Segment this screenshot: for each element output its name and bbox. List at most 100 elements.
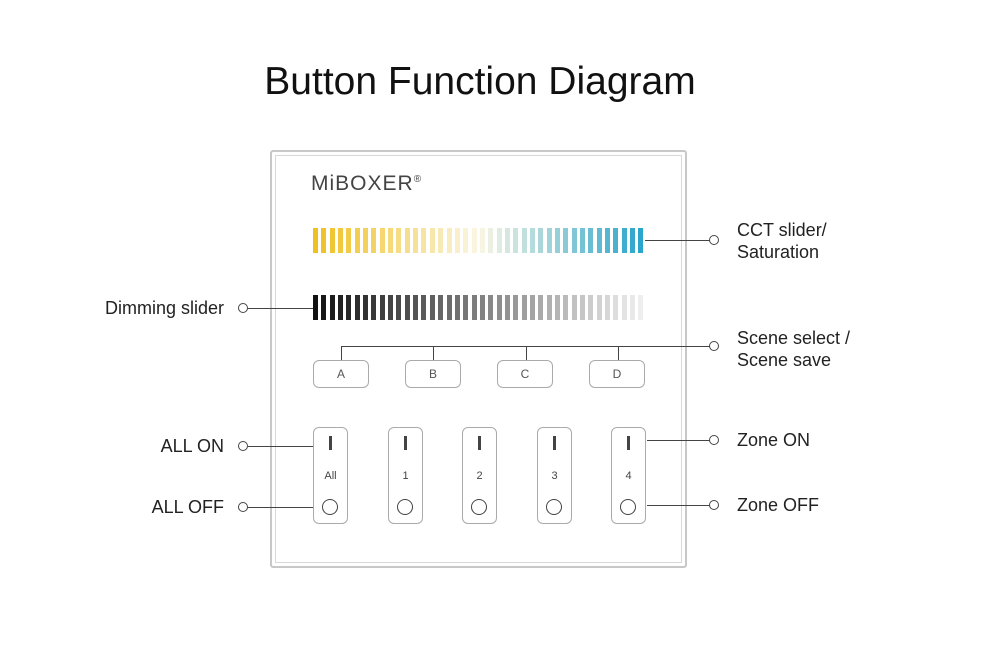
cct-segment[interactable] (563, 228, 569, 253)
cct-segment[interactable] (413, 228, 419, 253)
scene-button-c[interactable]: C (497, 360, 553, 388)
dimming-segment[interactable] (463, 295, 469, 320)
on-icon[interactable] (404, 436, 407, 450)
cct-segment[interactable] (554, 228, 560, 253)
dimming-segment[interactable] (313, 295, 318, 320)
dimming-segment[interactable] (538, 295, 544, 320)
scene-button-b[interactable]: B (405, 360, 461, 388)
dimming-segment[interactable] (446, 295, 452, 320)
cct-segment[interactable] (613, 228, 619, 253)
cct-segment[interactable] (521, 228, 527, 253)
on-icon[interactable] (627, 436, 630, 450)
dimming-segment[interactable] (479, 295, 485, 320)
cct-segment[interactable] (630, 228, 636, 253)
dimming-segment[interactable] (513, 295, 519, 320)
on-icon[interactable] (329, 436, 332, 450)
off-icon[interactable] (322, 499, 338, 515)
dimming-segment[interactable] (379, 295, 385, 320)
dimming-segment[interactable] (580, 295, 585, 320)
cct-segment[interactable] (471, 228, 477, 253)
dimming-segment[interactable] (321, 295, 327, 320)
cct-segment[interactable] (321, 228, 327, 253)
dimming-segment[interactable] (630, 295, 636, 320)
scene-button-d[interactable]: D (589, 360, 645, 388)
cct-segment[interactable] (371, 228, 377, 253)
dimming-segment[interactable] (638, 295, 644, 320)
zone-button-all[interactable]: All (313, 427, 348, 524)
cct-segment[interactable] (338, 228, 344, 253)
dimming-slider[interactable] (313, 295, 644, 320)
dimming-segment[interactable] (546, 295, 552, 320)
zone-button-3[interactable]: 3 (537, 427, 572, 524)
dimming-segment[interactable] (371, 295, 377, 320)
cct-segment[interactable] (571, 228, 577, 253)
dimming-segment[interactable] (404, 295, 410, 320)
off-icon[interactable] (471, 499, 487, 515)
dimming-segment[interactable] (346, 295, 352, 320)
off-icon[interactable] (546, 499, 562, 515)
scene-button-a[interactable]: A (313, 360, 369, 388)
cct-segment[interactable] (479, 228, 485, 253)
dimming-segment[interactable] (496, 295, 502, 320)
dimming-segment[interactable] (621, 295, 627, 320)
cct-segment[interactable] (454, 228, 460, 253)
cct-segment[interactable] (638, 228, 644, 253)
dimming-segment[interactable] (429, 295, 435, 320)
cct-slider[interactable] (313, 228, 644, 253)
cct-segment[interactable] (313, 228, 318, 253)
cct-segment[interactable] (388, 228, 394, 253)
cct-segment[interactable] (429, 228, 435, 253)
cct-segment[interactable] (496, 228, 502, 253)
cct-segment[interactable] (488, 228, 494, 253)
dimming-segment[interactable] (438, 295, 444, 320)
cct-segment[interactable] (404, 228, 410, 253)
cct-segment[interactable] (513, 228, 519, 253)
cct-segment[interactable] (463, 228, 469, 253)
on-icon[interactable] (478, 436, 481, 450)
dimming-segment[interactable] (338, 295, 344, 320)
dimming-segment[interactable] (454, 295, 460, 320)
dimming-segment[interactable] (529, 295, 535, 320)
cct-segment[interactable] (546, 228, 552, 253)
cct-segment[interactable] (363, 228, 369, 253)
dimming-segment[interactable] (471, 295, 477, 320)
zone-button-2[interactable]: 2 (462, 427, 497, 524)
cct-segment[interactable] (529, 228, 535, 253)
cct-segment[interactable] (446, 228, 452, 253)
cct-segment[interactable] (580, 228, 585, 253)
off-icon[interactable] (620, 499, 636, 515)
cct-segment[interactable] (421, 228, 427, 253)
cct-segment[interactable] (346, 228, 352, 253)
dimming-segment[interactable] (596, 295, 602, 320)
cct-segment[interactable] (596, 228, 602, 253)
dimming-segment[interactable] (605, 295, 611, 320)
dimming-segment[interactable] (396, 295, 402, 320)
dimming-segment[interactable] (488, 295, 494, 320)
cct-segment[interactable] (354, 228, 360, 253)
dimming-segment[interactable] (613, 295, 619, 320)
dimming-segment[interactable] (563, 295, 569, 320)
off-icon[interactable] (397, 499, 413, 515)
dimming-segment[interactable] (571, 295, 577, 320)
cct-segment[interactable] (396, 228, 402, 253)
cct-segment[interactable] (504, 228, 510, 253)
dimming-segment[interactable] (413, 295, 419, 320)
cct-segment[interactable] (329, 228, 335, 253)
cct-segment[interactable] (438, 228, 444, 253)
dimming-segment[interactable] (421, 295, 427, 320)
cct-segment[interactable] (379, 228, 385, 253)
dimming-segment[interactable] (554, 295, 560, 320)
cct-segment[interactable] (588, 228, 594, 253)
dimming-segment[interactable] (588, 295, 594, 320)
dimming-segment[interactable] (388, 295, 394, 320)
cct-segment[interactable] (605, 228, 611, 253)
zone-button-4[interactable]: 4 (611, 427, 646, 524)
dimming-segment[interactable] (521, 295, 527, 320)
cct-segment[interactable] (621, 228, 627, 253)
dimming-segment[interactable] (329, 295, 335, 320)
zone-button-1[interactable]: 1 (388, 427, 423, 524)
dimming-segment[interactable] (363, 295, 369, 320)
dimming-segment[interactable] (354, 295, 360, 320)
on-icon[interactable] (553, 436, 556, 450)
cct-segment[interactable] (538, 228, 544, 253)
